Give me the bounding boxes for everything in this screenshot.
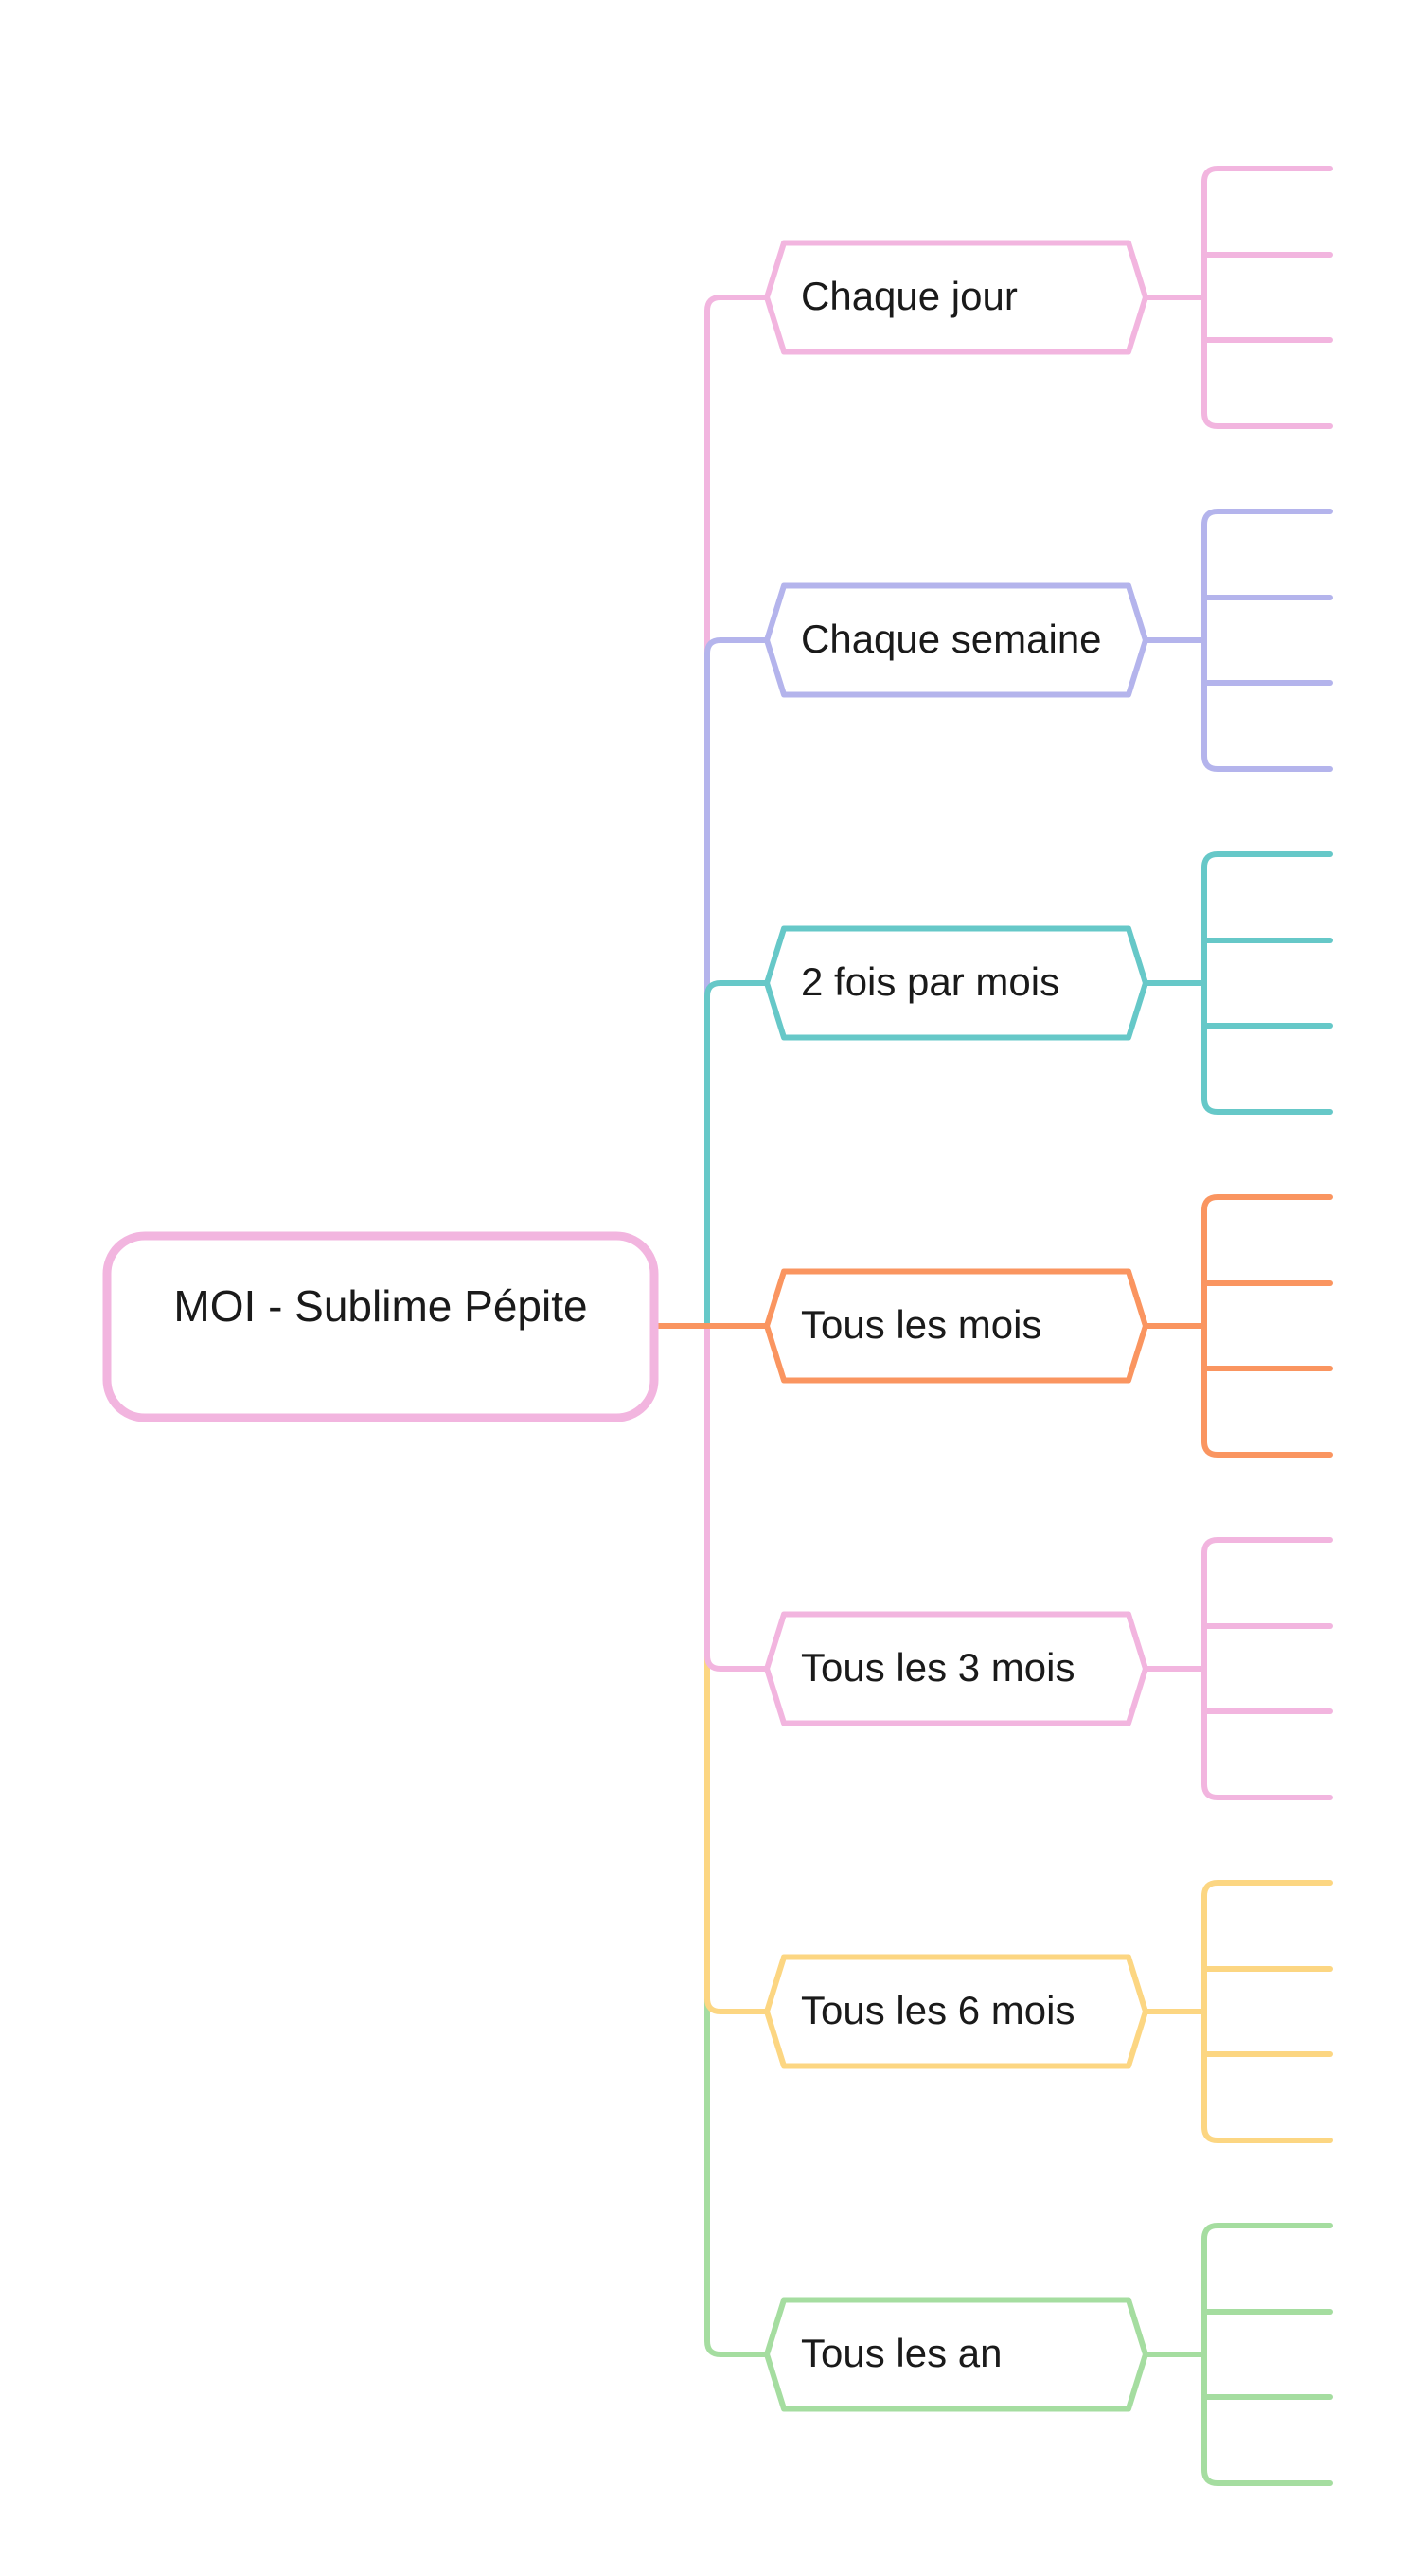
leaf-bracket xyxy=(1201,1880,1333,2143)
branch-node-label: Chaque semaine xyxy=(801,617,1102,661)
branch-connector xyxy=(704,637,770,1329)
branch-connector xyxy=(704,1323,770,2014)
branch-node-label: Tous les an xyxy=(801,2331,1002,2375)
branch-node[interactable]: 2 fois par mois xyxy=(764,925,1148,1041)
leaf-bracket xyxy=(1201,166,1333,429)
branch-node[interactable]: Tous les 6 mois xyxy=(764,1954,1148,2069)
leaf-bracket xyxy=(1201,851,1333,1115)
root-node[interactable]: MOI - Sublime Pépite xyxy=(102,1231,659,1422)
branch-node-label: Chaque jour xyxy=(801,274,1018,318)
branch-node-label: 2 fois par mois xyxy=(801,959,1059,1004)
connectors-layer xyxy=(651,295,770,2357)
leaf-bracket xyxy=(1201,509,1333,772)
root-node-shape xyxy=(102,1231,659,1422)
branch-node-label: Tous les mois xyxy=(801,1302,1041,1347)
leaves-layer xyxy=(1143,166,1333,2486)
root-node-label: MOI - Sublime Pépite xyxy=(173,1281,587,1331)
branch-node[interactable]: Chaque semaine xyxy=(764,582,1148,698)
leaf-bracket xyxy=(1201,1194,1333,1458)
branch-connector xyxy=(704,980,770,1329)
branch-node[interactable]: Tous les an xyxy=(764,2297,1148,2412)
branch-node[interactable]: Chaque jour xyxy=(764,240,1148,355)
branch-node-label: Tous les 6 mois xyxy=(801,1988,1075,2032)
leaf-bracket xyxy=(1201,2223,1333,2486)
branch-node[interactable]: Tous les 3 mois xyxy=(764,1611,1148,1726)
branch-connector xyxy=(704,1323,770,1672)
leaf-bracket xyxy=(1201,1537,1333,1800)
branch-connector xyxy=(704,295,770,1329)
branch-node[interactable]: Tous les mois xyxy=(764,1268,1148,1384)
branch-node-label: Tous les 3 mois xyxy=(801,1645,1075,1690)
branch-connector xyxy=(704,1323,770,2357)
